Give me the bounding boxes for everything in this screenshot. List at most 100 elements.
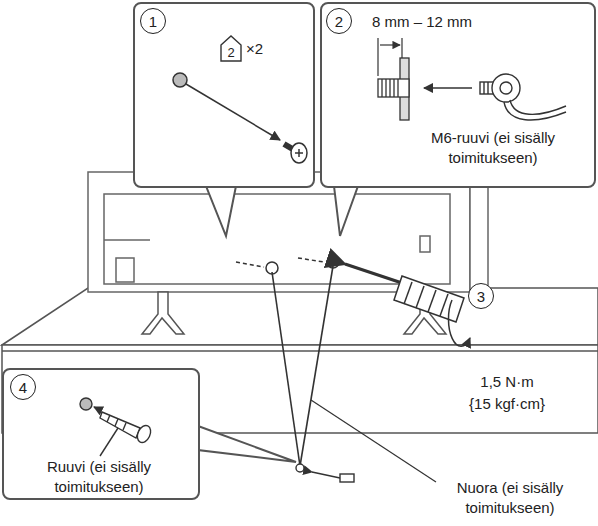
stand-screw-removal	[298, 149, 300, 157]
quantity-text: ×2	[246, 39, 296, 59]
part-name: Ruuvi (ei sisälly toimitukseen)	[14, 457, 184, 498]
wall-screw	[296, 464, 354, 482]
callout-number: 4	[10, 374, 36, 400]
insert-arrow	[424, 87, 472, 89]
panel-pointer	[206, 186, 236, 236]
m6-eye-bolt	[500, 82, 512, 94]
callout-number: 1	[140, 8, 166, 34]
stand-screw-removal	[291, 143, 307, 163]
screw-guide	[236, 258, 324, 267]
m6-eye-bolt	[492, 74, 520, 102]
mount-plate	[378, 79, 409, 97]
mount-plate	[400, 58, 409, 120]
panel-pointer	[198, 186, 358, 462]
wall-screw	[312, 472, 340, 478]
torque-value: 1,5 N·m	[480, 373, 533, 390]
screwdriver	[345, 264, 470, 346]
callout-number: 2	[326, 8, 352, 34]
mount-plate	[397, 79, 398, 97]
panel-pointer	[334, 186, 358, 236]
step-panel: Ruuvi (ei sisälly toimitukseen) 4	[2, 368, 200, 500]
tv-body	[116, 258, 134, 282]
step-panel: ×2 1 2	[133, 2, 315, 188]
leader-line	[311, 400, 436, 482]
torque-value: {15 kgf·cm}	[452, 394, 562, 414]
m6-eye-bolt	[480, 82, 494, 94]
stand-screw-removal	[173, 73, 187, 87]
m6-eye-bolt	[480, 74, 566, 120]
step-panel: 8 mm – 12 mm M6-ruuvi (ei sisälly toimitu…	[320, 2, 596, 188]
wall-screw	[296, 464, 304, 472]
screwdriver	[404, 282, 412, 304]
wall-screw-detail	[100, 428, 118, 456]
insert-arrow	[424, 87, 472, 89]
callout-text: 2	[335, 14, 343, 29]
part-name: Nuora (ei sisälly toimitukseen)	[457, 479, 564, 516]
wall-screw-detail	[123, 423, 126, 430]
part-name: M6-ruuvi (ei sisälly toimitukseen)	[431, 129, 555, 166]
tv-body	[420, 236, 430, 252]
stand-screw-removal	[295, 152, 303, 154]
dimension	[378, 38, 402, 76]
stand-screw-removal	[186, 84, 280, 140]
callout-text: 1	[149, 14, 157, 29]
furniture	[2, 288, 598, 345]
callout-text: 4	[19, 380, 27, 395]
screw-size-icon: 2	[220, 35, 242, 62]
screwdriver	[428, 290, 436, 312]
screw-size: 2	[227, 46, 234, 59]
cord	[272, 266, 333, 466]
m6-eye-bolt	[487, 82, 488, 94]
wall-screw-detail	[80, 398, 153, 456]
wall-screw-detail	[107, 415, 110, 422]
wall-screw-detail	[115, 419, 118, 426]
tv-body	[88, 172, 470, 292]
wall-screw-detail	[135, 423, 153, 444]
callout-text: 3	[477, 289, 485, 304]
leader-line	[311, 400, 436, 482]
screw-guide	[298, 258, 324, 262]
torque-value: {15 kgf·cm}	[469, 395, 545, 412]
callout-number: 3	[468, 283, 494, 309]
screw-guide	[236, 262, 264, 267]
screwdriver	[448, 300, 470, 346]
dimension-text: 8 mm – 12 mm	[372, 13, 472, 30]
dimension	[377, 38, 378, 76]
wall-screw-detail	[100, 412, 140, 438]
screwdriver	[416, 286, 424, 308]
mount-plate	[389, 79, 390, 97]
cord	[300, 266, 333, 466]
screwdriver	[440, 294, 448, 316]
dimension	[380, 44, 400, 45]
mount-plate	[393, 79, 394, 97]
m6-eye-bolt	[510, 100, 566, 114]
furniture	[2, 350, 598, 352]
mount-plate	[378, 58, 409, 120]
stand-screw-removal	[173, 73, 307, 163]
part-name: Nuora (ei sisälly toimitukseen)	[430, 478, 590, 519]
eye-bolt	[266, 256, 339, 274]
mount-plate	[381, 79, 382, 97]
dimension-text: 8 mm – 12 mm	[372, 12, 512, 32]
tv-stand-leg	[142, 292, 184, 334]
m6-eye-bolt	[504, 102, 566, 120]
tv-body	[104, 239, 150, 241]
icon-outline	[221, 36, 241, 61]
wall-screw	[340, 474, 354, 482]
wall-screw-detail	[94, 407, 100, 410]
quantity-text: ×2	[246, 40, 263, 57]
torque-value: 1,5 N·m	[452, 372, 562, 392]
dimension	[401, 38, 402, 58]
panel-pointer	[198, 426, 296, 462]
part-name: M6-ruuvi (ei sisälly toimitukseen)	[404, 128, 582, 169]
stand-screw-removal	[284, 144, 296, 151]
screwdriver	[345, 264, 402, 283]
screwdriver	[394, 276, 464, 322]
wall-screw-detail	[80, 398, 92, 410]
cord	[272, 272, 300, 466]
tv-body	[104, 194, 450, 284]
part-name: Ruuvi (ei sisälly toimitukseen)	[47, 458, 151, 495]
mount-plate	[385, 79, 386, 97]
